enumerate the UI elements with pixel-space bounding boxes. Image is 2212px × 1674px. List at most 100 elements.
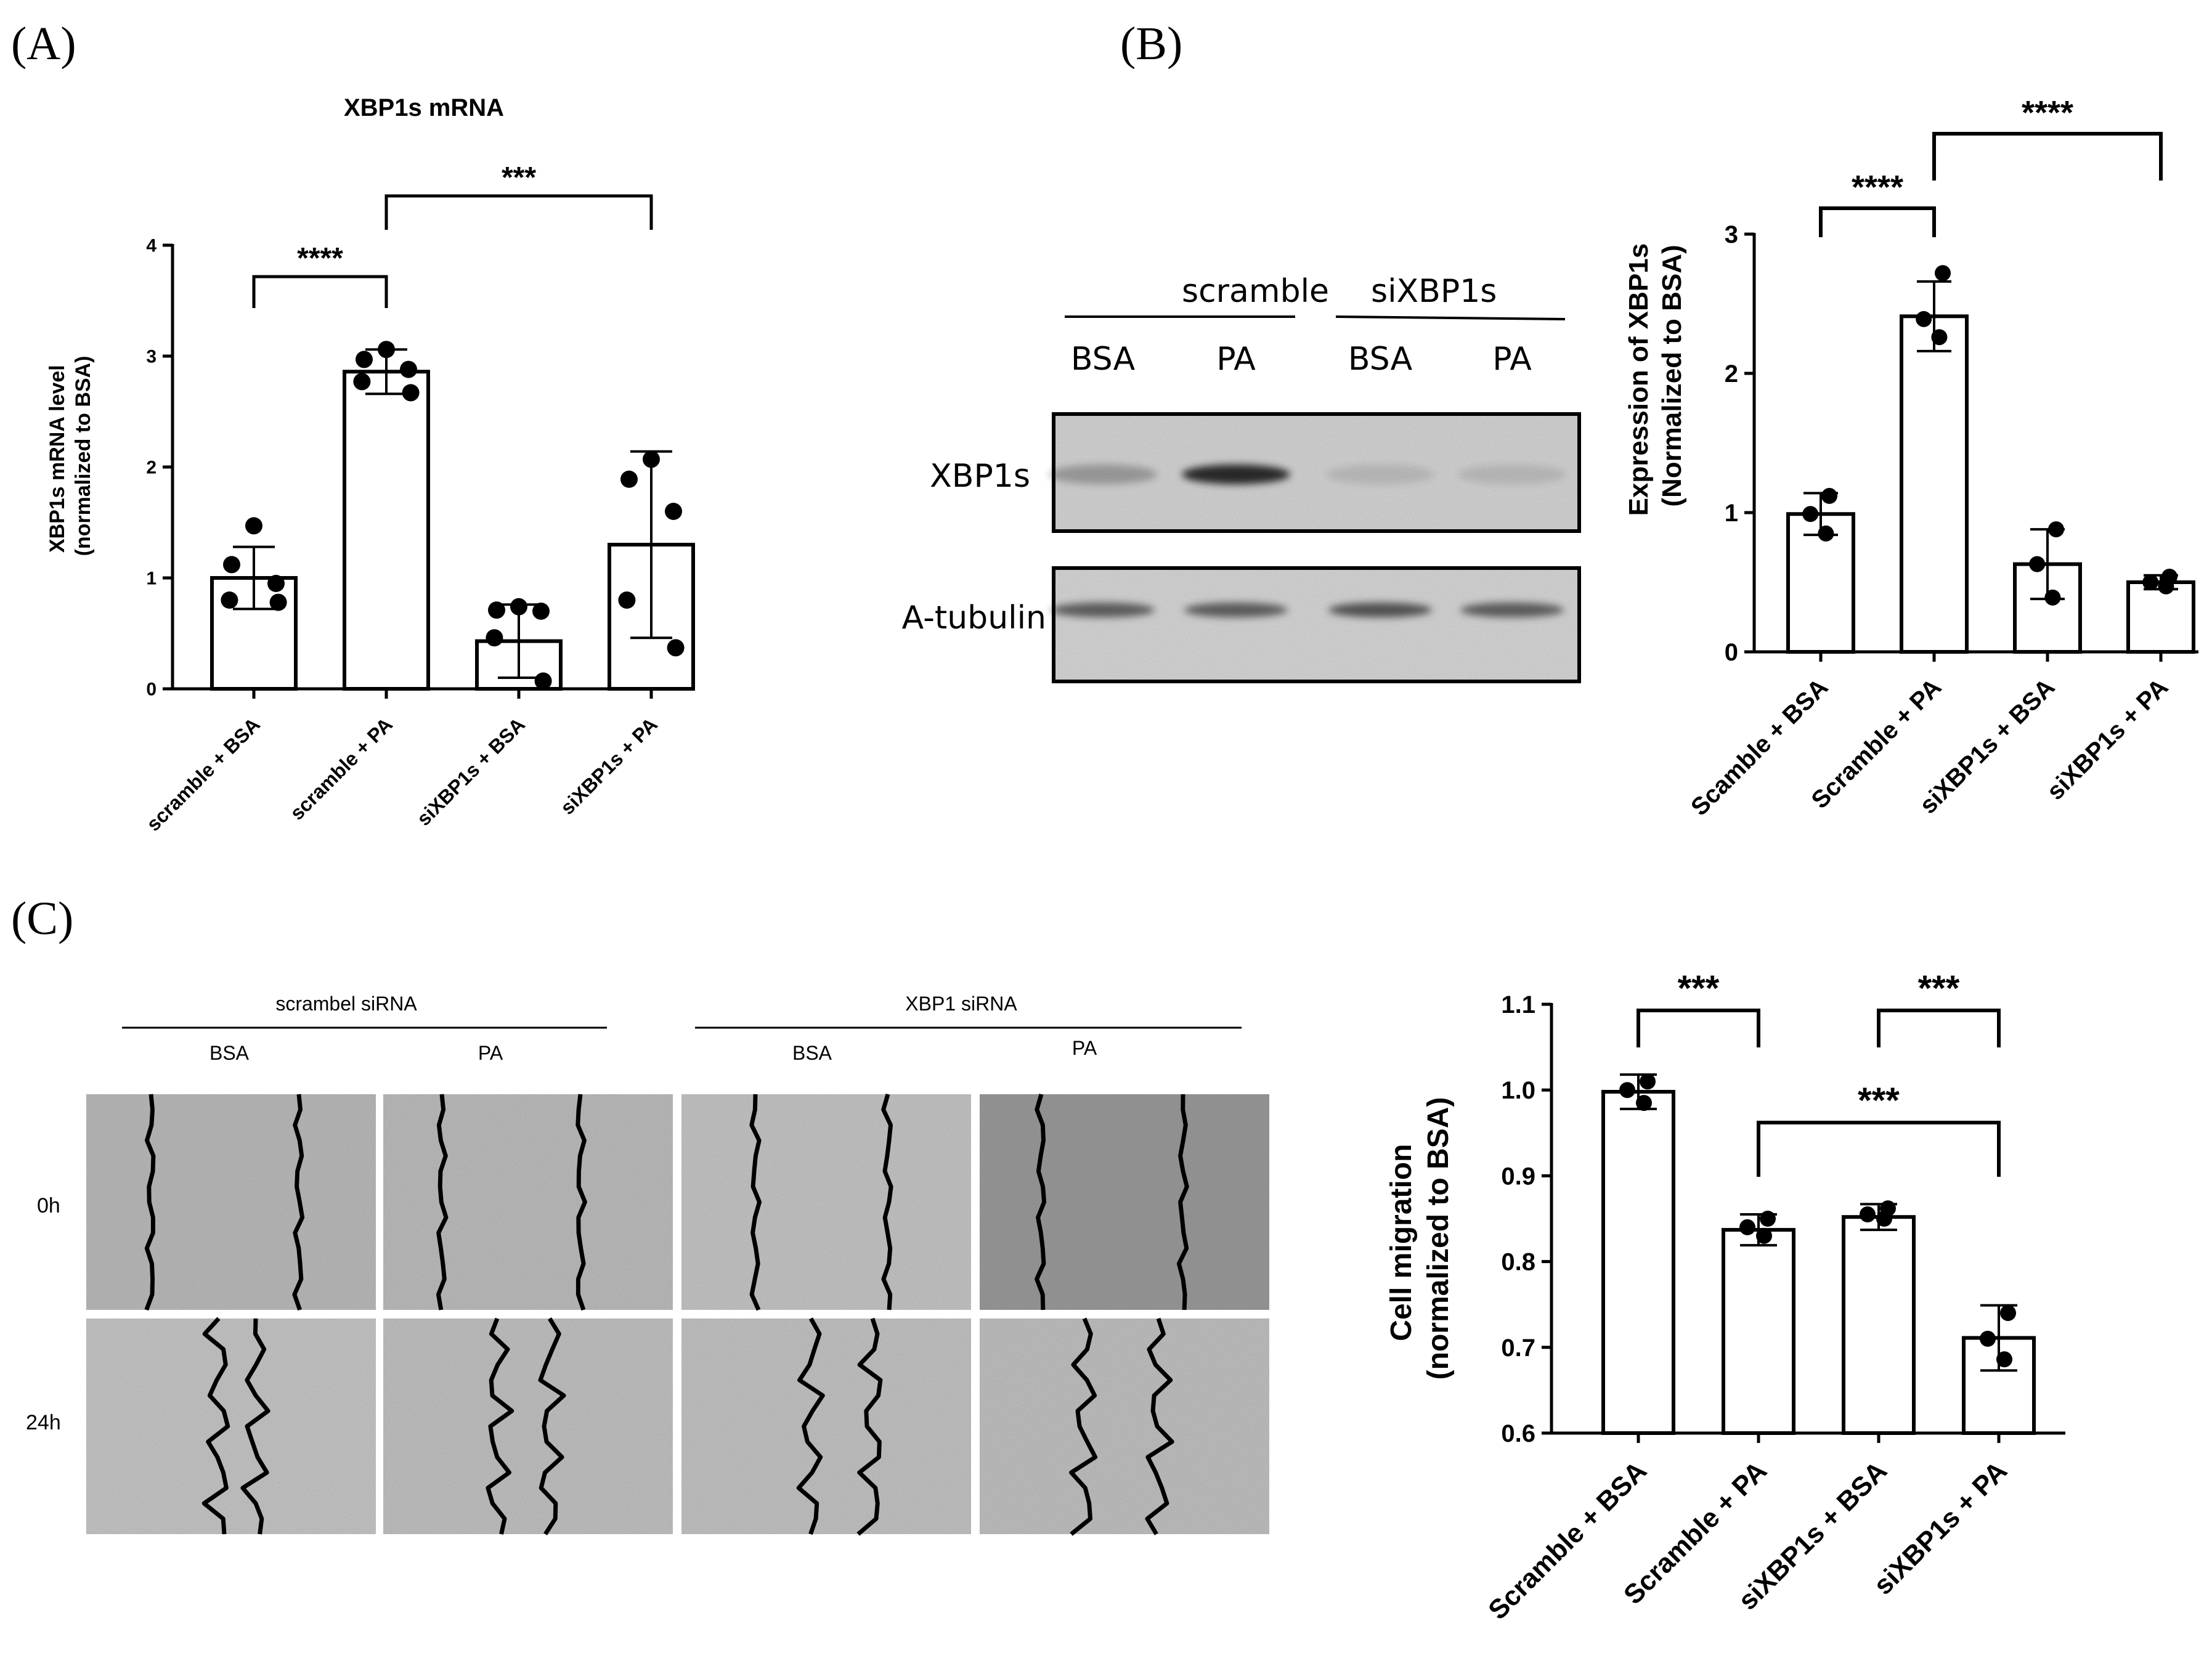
blot-band-tubulin-3 <box>1460 603 1564 617</box>
scratch-assay-images: scrambel siRNA XBP1 siRNA BSA PA BSA PA … <box>26 993 1269 1536</box>
chart-a-ytick-label-2: 2 <box>146 458 157 478</box>
western-blot: scramble siXBP1s BSA PA BSA PA XBP1s A-t… <box>902 273 1581 683</box>
chart-c-ytick-label-1: 0.7 <box>1501 1335 1535 1362</box>
chart-c-point-1-1 <box>1739 1219 1755 1235</box>
chart-a-sig-bracket-1 <box>384 194 653 230</box>
blot-row-label-tubulin: A-tubulin <box>902 599 1046 636</box>
wound-edge-left-0-2 <box>749 1094 762 1311</box>
blot-band-xbp1s-1 <box>1182 465 1290 484</box>
chart-b-point-0-1 <box>1802 506 1819 522</box>
scratch-tile-1-3 <box>980 1317 1269 1536</box>
chart-c-point-0-0 <box>1640 1073 1656 1090</box>
wound-edge-right-1-0 <box>240 1318 270 1535</box>
scratch-tile-1-0 <box>86 1317 376 1535</box>
wound-edge-left-0-3 <box>1035 1094 1047 1310</box>
chart-a-point-0-3 <box>221 591 238 609</box>
scratch-tiles <box>86 1094 1269 1536</box>
chart-a-point-2-1 <box>488 601 505 619</box>
blot-bands-tubulin <box>1051 603 1564 617</box>
blot-group-label-scramble: scramble <box>1182 273 1329 310</box>
chart-c-sig-label-1: *** <box>1918 969 1960 1009</box>
wound-edge-right-0-2 <box>881 1094 893 1310</box>
chart-c-ytick-label-3: 0.9 <box>1501 1163 1535 1190</box>
chart-b-point-1-1 <box>1916 311 1932 327</box>
chart-a-point-2-0 <box>510 598 527 616</box>
chart-c-category-label-0: Scramble + BSA <box>1482 1455 1653 1625</box>
chart-c-cell-migration: Cell migration (normalized to BSA) 0.60.… <box>1385 969 2065 1625</box>
scratch-tile-1-1 <box>383 1317 673 1535</box>
chart-a-ytick-label-0: 0 <box>146 680 157 700</box>
blot-band-xbp1s-2 <box>1326 465 1434 484</box>
chart-c-ytick-label-4: 1.0 <box>1501 1077 1535 1104</box>
panel-label-a: (A) <box>11 18 76 70</box>
chart-b-point-2-0 <box>2048 521 2064 538</box>
chart-c-point-1-0 <box>1760 1211 1776 1227</box>
blot-band-tubulin-2 <box>1328 603 1432 617</box>
chart-c-point-0-2 <box>1636 1095 1652 1111</box>
chart-b-point-1-0 <box>1935 265 1951 282</box>
blot-band-tubulin-1 <box>1184 603 1288 617</box>
chart-c-ylabel: Cell migration (normalized to BSA) <box>1385 1097 1455 1380</box>
chart-c-sig-bracket-1 <box>1877 1009 2001 1047</box>
chart-c-sig-label-0: *** <box>1678 969 1720 1009</box>
scratch-condition-label-3: BSA <box>792 1042 832 1064</box>
wound-edge-right-0-3 <box>1176 1094 1189 1310</box>
chart-c-bar-2 <box>1842 1215 1916 1435</box>
chart-c-point-2-2 <box>1876 1211 1892 1227</box>
chart-a-point-0-0 <box>245 517 262 535</box>
chart-b-point-1-2 <box>1931 329 1948 346</box>
chart-c-ylabel-line1: Cell migration <box>1385 1144 1418 1341</box>
wound-edge-left-1-0 <box>201 1317 230 1535</box>
wound-edge-left-1-2 <box>796 1317 825 1535</box>
scratch-group-label-xbp1: XBP1 siRNA <box>905 993 1017 1015</box>
blot-band-xbp1s-3 <box>1458 465 1566 484</box>
wound-edge-left-0-0 <box>144 1094 156 1311</box>
wound-edge-left-1-3 <box>1069 1317 1098 1536</box>
chart-a-point-1-3 <box>353 373 371 391</box>
chart-a-ytick-label-1: 1 <box>146 569 157 589</box>
panel-label-b: (B) <box>1120 18 1182 70</box>
scratch-time-label-24h: 24h <box>26 1411 61 1434</box>
scratch-tile-0-0 <box>86 1094 376 1311</box>
wound-edge-left-0-1 <box>436 1094 449 1310</box>
chart-c-point-3-2 <box>1996 1351 2012 1368</box>
chart-a-point-0-1 <box>223 556 240 574</box>
chart-b-ylabel: Expression of XBP1s (Normalized to BSA) <box>1624 236 1687 516</box>
chart-a-point-3-4 <box>667 639 685 657</box>
chart-a-ylabel: XBP1s mRNA level (normalized to BSA) <box>46 356 95 556</box>
blot-lane-label-2: PA <box>1216 341 1256 378</box>
chart-c-point-2-1 <box>1860 1206 1876 1223</box>
chart-b-ytick-label-1: 1 <box>1725 500 1738 527</box>
scratch-tile-0-2 <box>681 1094 971 1311</box>
chart-b-ylabel-line1: Expression of XBP1s <box>1624 243 1654 516</box>
chart-b-ytick-label-0: 0 <box>1725 639 1738 666</box>
blot-membrane-tubulin-grain <box>1054 568 1579 681</box>
blot-band-xbp1s-0 <box>1049 465 1157 484</box>
chart-a-point-1-1 <box>356 351 373 368</box>
chart-a-point-2-2 <box>532 603 550 620</box>
blot-lane-label-4: PA <box>1492 341 1532 378</box>
chart-c-bar-0 <box>1601 1089 1675 1435</box>
chart-a-point-3-3 <box>618 591 636 609</box>
chart-b-ylabel-line2: (Normalized to BSA) <box>1657 245 1687 506</box>
scratch-time-label-0h: 0h <box>37 1194 60 1217</box>
blot-group-line-sixbp1s <box>1335 315 1566 320</box>
chart-a-category-label-1: scramble + PA <box>286 713 397 824</box>
chart-b-ytick-label-2: 2 <box>1725 360 1738 388</box>
wound-edge-right-1-1 <box>538 1317 566 1535</box>
chart-a-point-2-4 <box>534 672 552 690</box>
scratch-condition-label-2: PA <box>478 1042 503 1064</box>
chart-a-ylabel-line1: XBP1s mRNA level <box>46 365 69 553</box>
chart-a-errorbar-0 <box>233 545 275 611</box>
chart-b-point-0-0 <box>1821 487 1837 504</box>
chart-c-point-0-1 <box>1619 1082 1635 1099</box>
chart-a-sig-bracket-0 <box>252 275 388 308</box>
chart-c-ylabel-line2: (normalized to BSA) <box>1422 1097 1455 1380</box>
scratch-group-label-scrambel: scrambel siRNA <box>275 993 417 1015</box>
chart-a-point-3-2 <box>665 503 682 520</box>
wound-edge-right-0-0 <box>292 1094 305 1311</box>
chart-a-sig-label-0: **** <box>297 242 343 275</box>
chart-b-bar-1 <box>1900 314 1969 654</box>
chart-b-ytick-label-3: 3 <box>1725 221 1738 248</box>
chart-b-point-3-2 <box>2158 578 2174 595</box>
